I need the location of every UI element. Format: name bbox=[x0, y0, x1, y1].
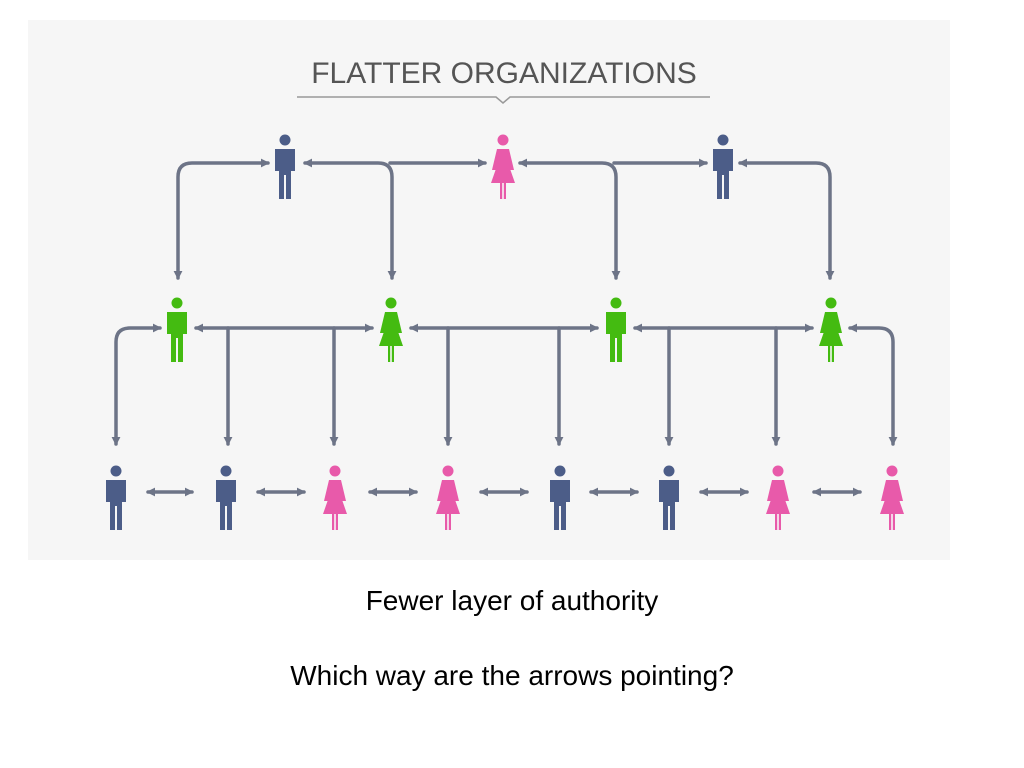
arrow-top-left-down bbox=[173, 158, 270, 280]
arrow-top-mid-down bbox=[303, 158, 397, 280]
diagram-panel bbox=[28, 20, 950, 560]
diagram-title: FLATTER ORGANIZATIONS bbox=[311, 57, 697, 90]
arrow-top-right-down bbox=[738, 158, 835, 280]
arrow-mid-left-down bbox=[111, 323, 162, 446]
slide-question: Which way are the arrows pointing? bbox=[290, 660, 734, 691]
slide-caption: Fewer layer of authority bbox=[365, 585, 659, 616]
title-underline bbox=[297, 96, 710, 104]
arrow-mid-right-down bbox=[848, 323, 898, 446]
connector-arrows bbox=[111, 158, 898, 497]
arrow-center-right-down bbox=[518, 158, 621, 280]
